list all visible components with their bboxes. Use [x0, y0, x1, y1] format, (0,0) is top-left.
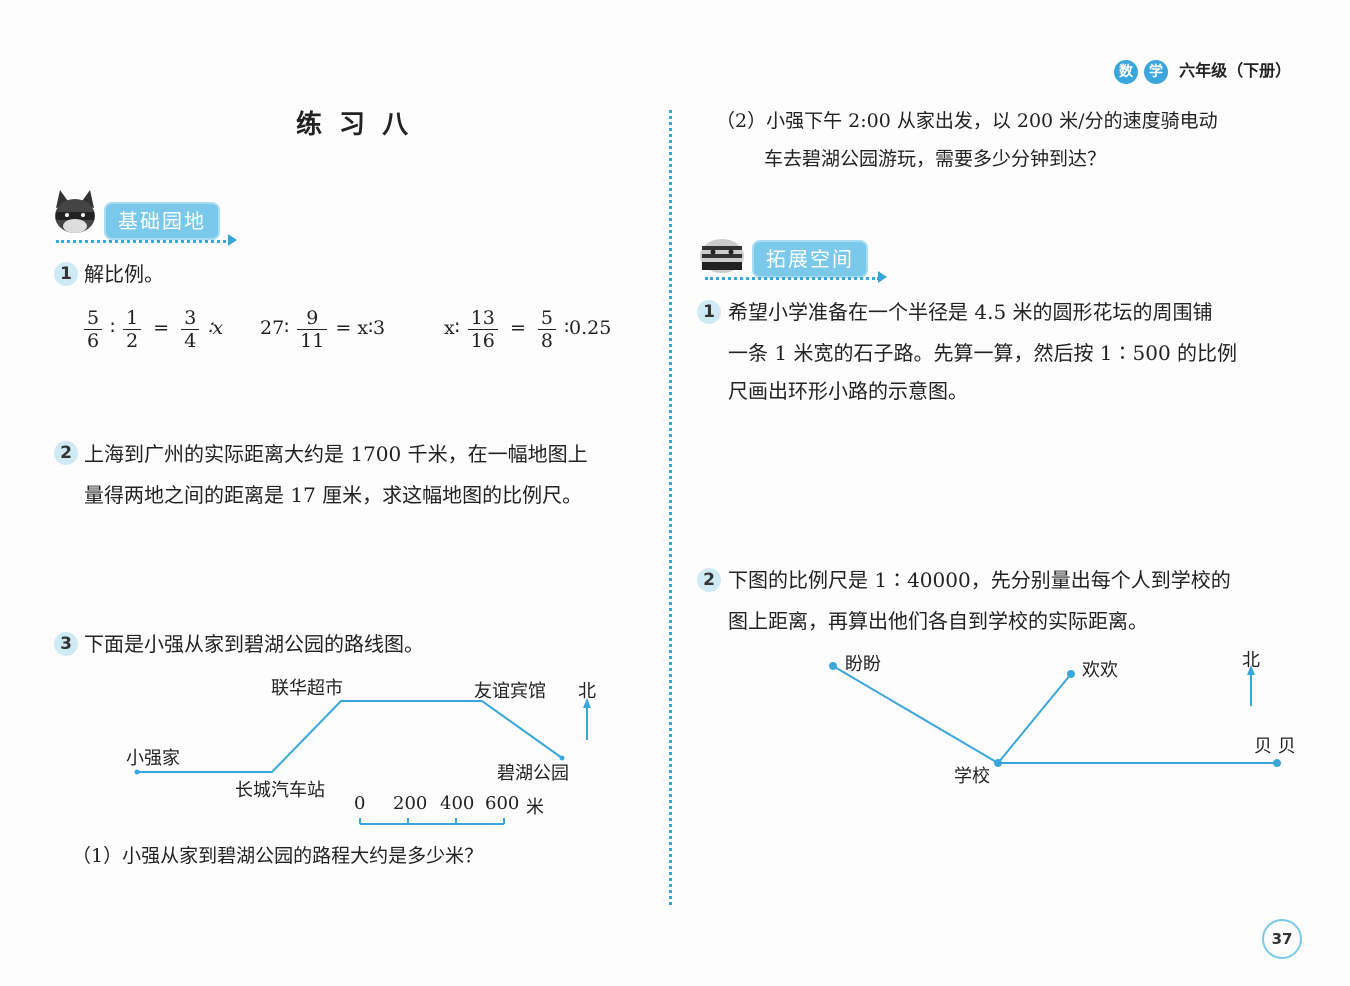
section-underline-dots: [705, 277, 880, 280]
map-label-beibei: 贝 贝: [1254, 736, 1296, 757]
path-panpan-school: [832, 665, 999, 764]
extension-q1-line-3: 尺画出环形小路的示意图。: [728, 379, 968, 403]
question-2-line-2: 量得两地之间的距离是 17 厘米，求这幅地图的比例尺。: [84, 483, 583, 507]
page-title: 练 习 八: [296, 110, 413, 140]
map-label-north: 北: [578, 681, 596, 702]
question-3-text: 下面是小强从家到碧湖公园的路线图。: [84, 632, 424, 656]
scale-label-400: 400: [440, 793, 475, 814]
grade-label: 六年级（下册）: [1179, 61, 1292, 80]
point-panpan: [829, 662, 837, 670]
question-3-sub-2-line-1: （2）小强下午 2:00 从家出发，以 200 米/分的速度骑电动: [716, 110, 1218, 132]
subject-badge-2: 学: [1144, 60, 1168, 84]
map-label-home: 小强家: [126, 748, 180, 769]
point-beibei: [1273, 759, 1281, 767]
page-header: 数学 六年级（下册）: [1114, 58, 1291, 84]
route-map: [134, 698, 591, 825]
section-tag-extension: 拓展空间: [752, 240, 868, 278]
north-arrow-head: [1247, 665, 1255, 675]
question-number-2: 2: [54, 441, 78, 465]
scale-label-200: 200: [393, 793, 428, 814]
arrow-right-icon: [878, 271, 887, 283]
map-label-huanhuan: 欢欢: [1082, 660, 1118, 681]
north-arrow-head: [583, 698, 591, 708]
map-label-north: 北: [1242, 650, 1260, 671]
page-divider: [669, 110, 672, 905]
extension-q1-line-1: 希望小学准备在一个半径是 4.5 米的圆形花坛的周围铺: [728, 300, 1213, 324]
map-label-hotel: 友谊宾馆: [474, 681, 546, 702]
section-tag-basics: 基础园地: [104, 202, 220, 240]
section-underline-dots: [56, 240, 231, 243]
extension-q2-line-1: 下图的比例尺是 1∶40000，先分别量出每个人到学校的: [728, 568, 1231, 592]
map-label-park: 碧湖公园: [497, 763, 569, 784]
question-1-text: 解比例。: [84, 262, 164, 286]
map-label-station: 长城汽车站: [235, 780, 325, 801]
question-number-2: 2: [697, 568, 721, 592]
scale-unit: 米: [526, 797, 544, 818]
point-huanhuan: [1067, 670, 1075, 678]
raccoon-mascot-icon: [52, 188, 98, 236]
extension-q1-line-2: 一条 1 米宽的石子路。先算一算，然后按 1∶500 的比例: [728, 341, 1238, 365]
route-dot-park: [559, 755, 565, 761]
zebra-mascot-icon: [697, 234, 747, 276]
question-2-line-1: 上海到广州的实际距离大约是 1700 千米，在一幅地图上: [84, 442, 588, 466]
question-number-3: 3: [54, 632, 78, 656]
question-number-1: 1: [697, 300, 721, 324]
point-school: [994, 759, 1002, 767]
path-huanhuan-school: [997, 673, 1072, 764]
scale-label-0: 0: [354, 793, 366, 814]
map-label-school: 学校: [954, 766, 990, 787]
subject-badge-1: 数: [1114, 60, 1138, 84]
question-number-1: 1: [54, 262, 78, 286]
map-label-panpan: 盼盼: [845, 654, 881, 675]
scale-label-600: 600: [485, 793, 520, 814]
map-label-market: 联华超市: [271, 678, 343, 699]
route-dot-home: [134, 769, 140, 775]
page-number: 37: [1262, 919, 1302, 959]
route-line: [137, 700, 563, 773]
question-3-sub-1: （1）小强从家到碧湖公园的路程大约是多少米？: [72, 845, 484, 867]
extension-q2-line-2: 图上距离，再算出他们各自到学校的实际距离。: [728, 609, 1148, 633]
arrow-right-icon: [228, 234, 237, 246]
school-distance-map: [829, 662, 1281, 767]
question-3-sub-2-line-2: 车去碧湖公园游玩，需要多少分钟到达？: [764, 148, 1107, 170]
